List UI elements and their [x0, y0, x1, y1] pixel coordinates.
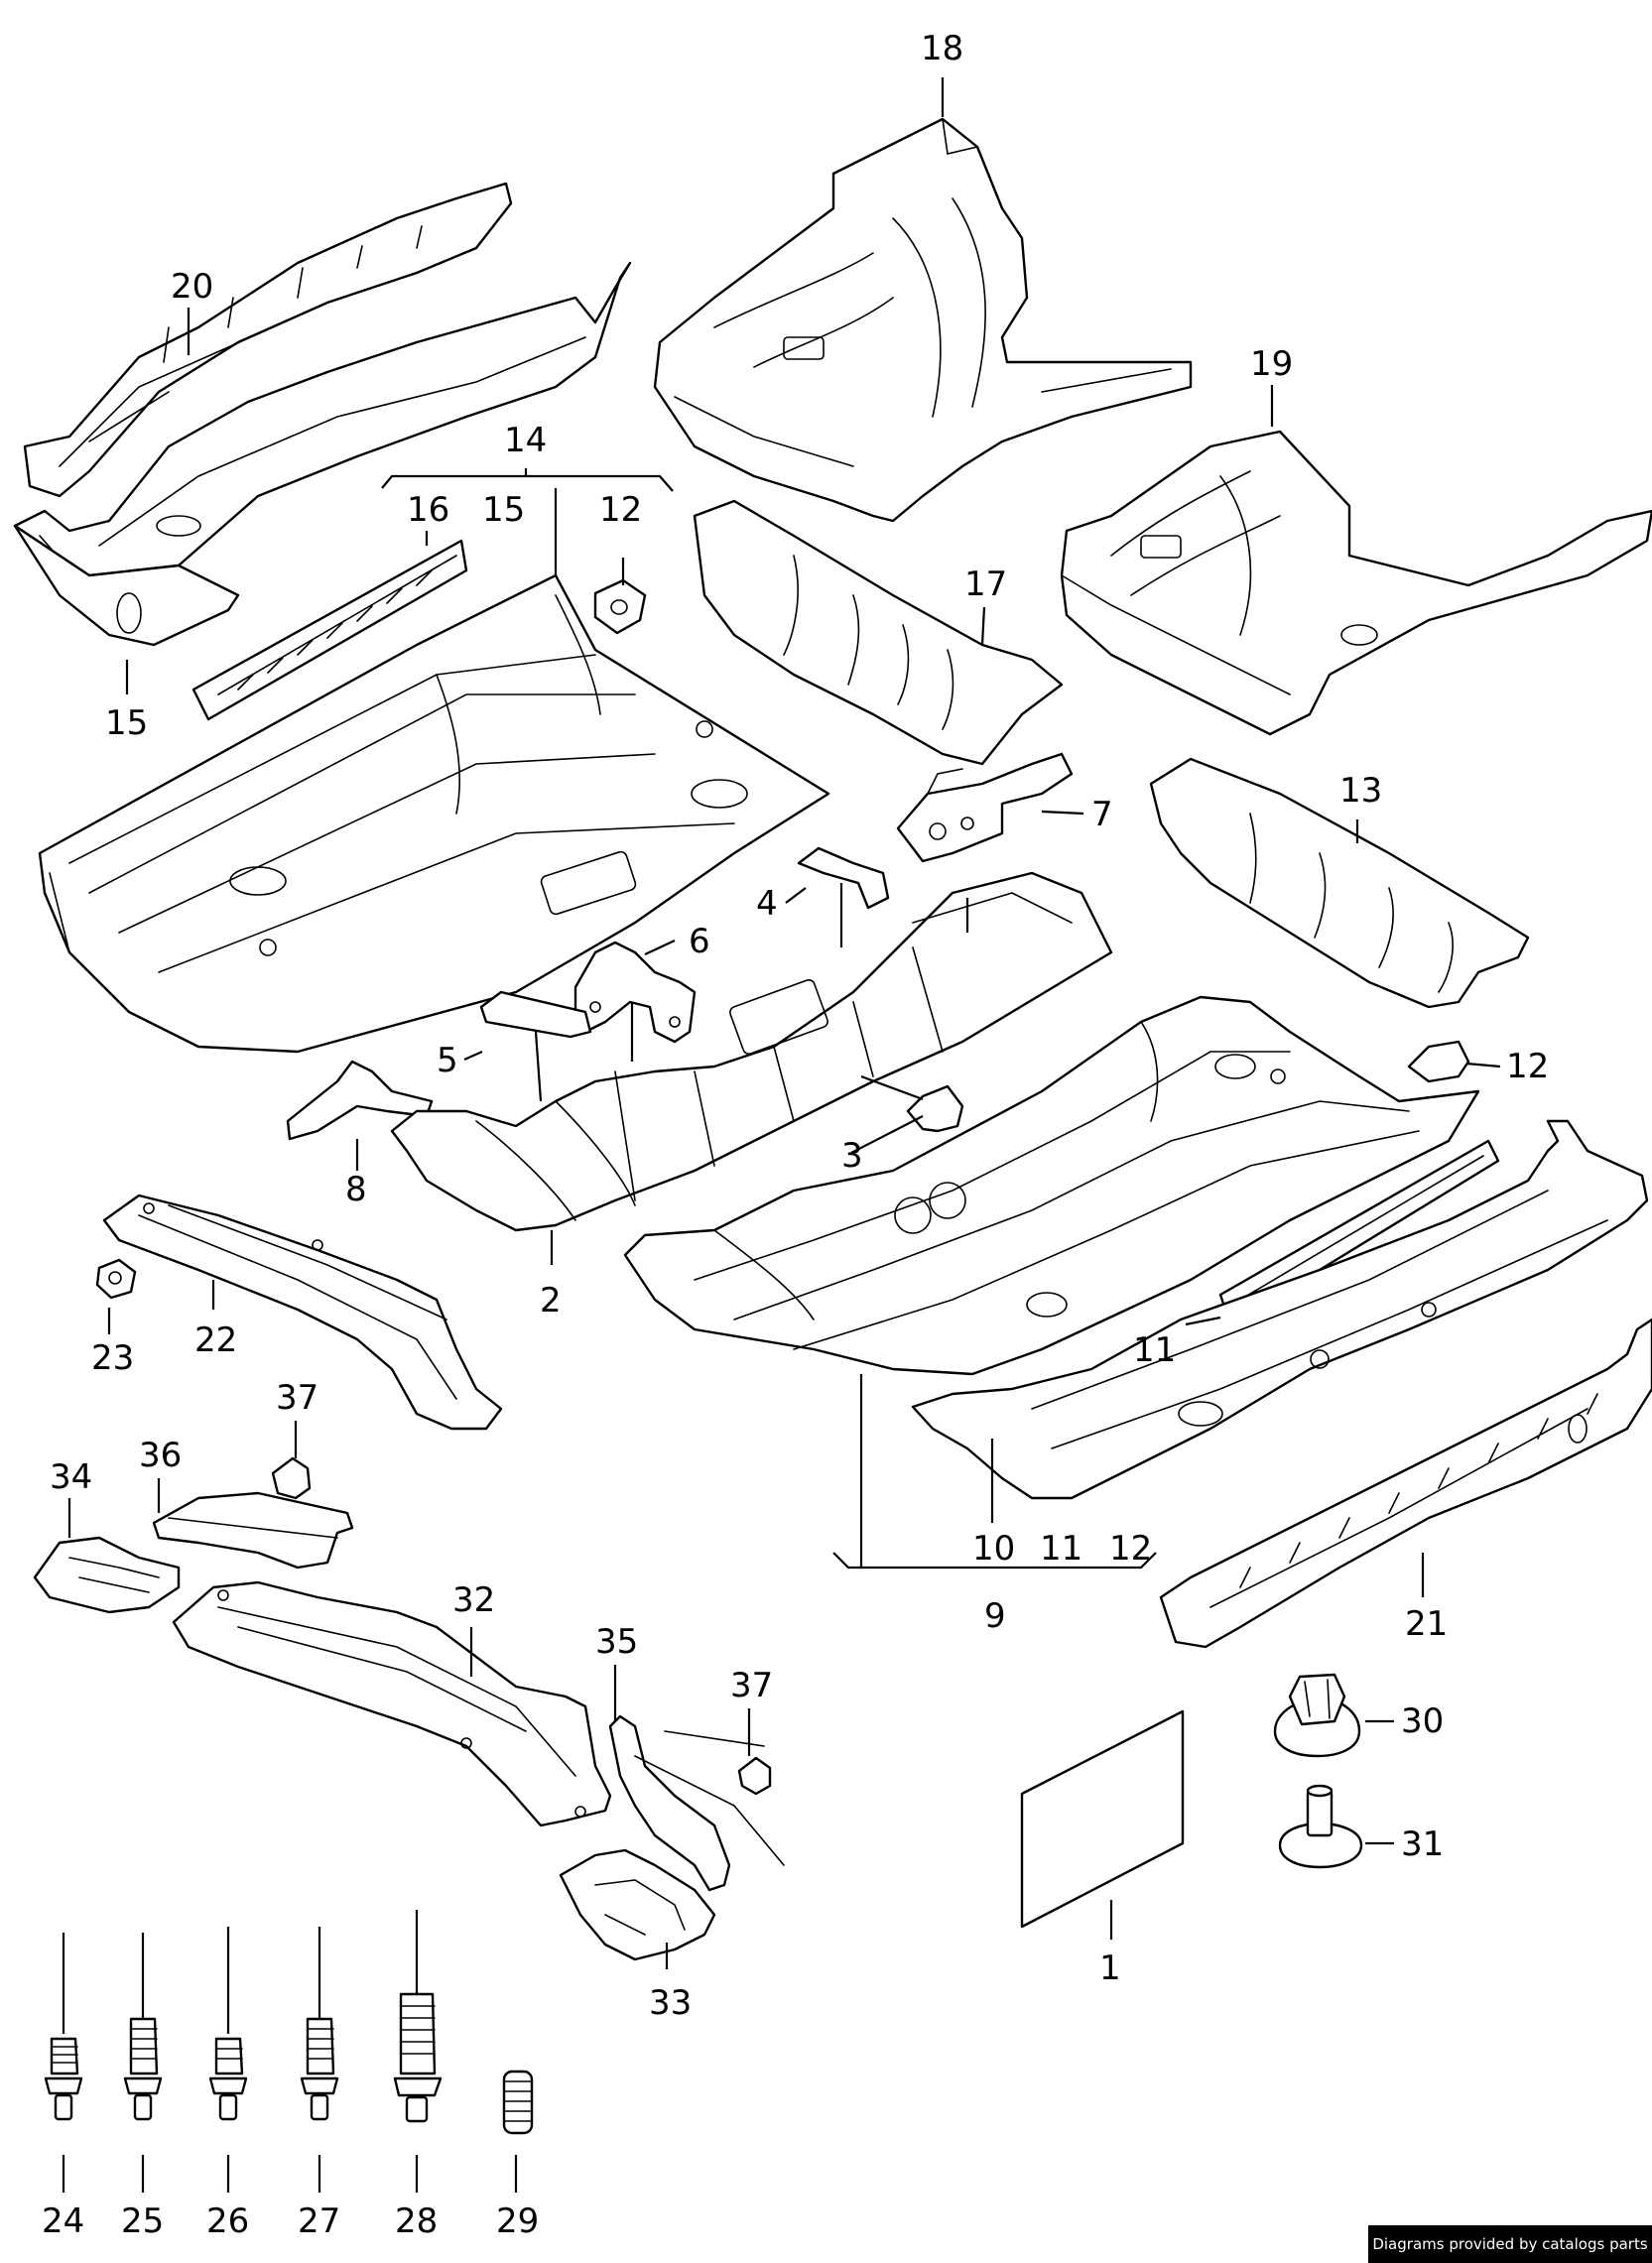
part-13-right-member [1149, 757, 1530, 1009]
callout-37-low: 37 [730, 1666, 773, 1705]
part-21-right-outer-sill [1159, 1318, 1652, 1649]
part-12-clip-right [1407, 1040, 1470, 1083]
part-34-mounting-plate [33, 1536, 181, 1614]
part-8-bracket [286, 1060, 434, 1141]
callout-21: 21 [1405, 1604, 1448, 1644]
callout-12: 12 [599, 490, 642, 530]
callout-13: 13 [1339, 771, 1382, 811]
callout-2: 2 [540, 1281, 562, 1320]
part-27-pin [300, 1927, 339, 2121]
callout-31: 31 [1401, 1824, 1444, 1864]
callout-27: 27 [298, 2201, 340, 2241]
callout-19: 19 [1250, 344, 1293, 384]
callout-36: 36 [139, 1436, 182, 1475]
part-29-sleeve [502, 2070, 534, 2135]
callout-3: 3 [841, 1136, 863, 1176]
callout-28: 28 [395, 2201, 438, 2241]
part-1-label [1020, 1709, 1185, 1929]
part-12-clip-upper [593, 578, 647, 635]
part-37-clip-nut-top [271, 1456, 312, 1500]
callout-22: 22 [194, 1320, 237, 1360]
callout-37-top: 37 [276, 1378, 318, 1418]
callout-35: 35 [595, 1622, 638, 1662]
part-2-tunnel [390, 871, 1113, 1232]
callout-30: 30 [1401, 1701, 1444, 1741]
part-4-bracket [797, 846, 890, 910]
credit-badge: Diagrams provided by catalogs parts [1368, 2225, 1652, 2263]
part-22-left-cross-member [102, 1194, 503, 1431]
callout-8: 8 [345, 1170, 367, 1209]
part-10-sill-assembly [911, 1119, 1649, 1500]
part-33-mount [559, 1848, 716, 1961]
callout-11: 11 [1040, 1529, 1082, 1569]
part-7-bracket [896, 752, 1074, 863]
part-9-front-floor-panel [623, 995, 1480, 1376]
part-14-rear-floor-panel [38, 573, 830, 1054]
callout-15-left: 15 [105, 703, 148, 743]
part-18-rear-floor-upper [653, 117, 1193, 523]
callout-labels: 18 20 19 14 16 15 12 17 15 7 13 4 6 5 12… [42, 29, 1549, 2241]
callout-6: 6 [689, 922, 710, 961]
leader-lines [62, 77, 1501, 2193]
part-6-bracket [573, 941, 697, 1044]
callout-12-lower: 12 [1109, 1529, 1152, 1569]
callout-11-right: 11 [1133, 1330, 1176, 1370]
callout-5: 5 [437, 1041, 458, 1080]
callout-23: 23 [91, 1338, 134, 1378]
callout-24: 24 [42, 2201, 84, 2241]
callout-34: 34 [50, 1457, 92, 1497]
part-36-cross-bar [152, 1491, 354, 1570]
part-24-pin [44, 1933, 83, 2121]
callout-32: 32 [452, 1580, 495, 1620]
callout-25: 25 [121, 2201, 164, 2241]
callout-1: 1 [1099, 1949, 1121, 1988]
callout-29: 29 [496, 2201, 539, 2241]
callout-7: 7 [1091, 795, 1113, 834]
callout-18: 18 [921, 29, 963, 68]
part-32-large-cross-member [172, 1580, 612, 1827]
callout-17: 17 [964, 565, 1007, 604]
part-23-nut [95, 1258, 137, 1300]
callout-4: 4 [756, 884, 778, 924]
part-26-pin [208, 1927, 248, 2121]
part-5-plate [479, 990, 592, 1039]
part-15-left-long-rail [13, 261, 632, 647]
part-30-clip [1273, 1673, 1361, 1758]
part-17-tunnel-cover [693, 499, 1064, 766]
callout-16: 16 [407, 490, 449, 530]
callout-20: 20 [171, 267, 213, 307]
callout-33: 33 [649, 1983, 692, 2023]
callout-15: 15 [482, 490, 525, 530]
callout-14: 14 [504, 421, 547, 460]
part-35-strut [608, 1714, 785, 1892]
part-3-bracket [906, 1084, 964, 1133]
part-25-pin [123, 1933, 163, 2121]
callout-10: 10 [972, 1529, 1015, 1569]
part-19-rear-floor-right [1060, 430, 1652, 736]
part-31-stud [1278, 1784, 1363, 1869]
callout-12-right: 12 [1506, 1047, 1549, 1086]
callout-9: 9 [984, 1596, 1006, 1636]
callout-26: 26 [206, 2201, 249, 2241]
part-28-pin [393, 1910, 443, 2123]
part-37-clip-nut-low [737, 1756, 772, 1796]
part-16-bracket-strip [191, 539, 468, 721]
